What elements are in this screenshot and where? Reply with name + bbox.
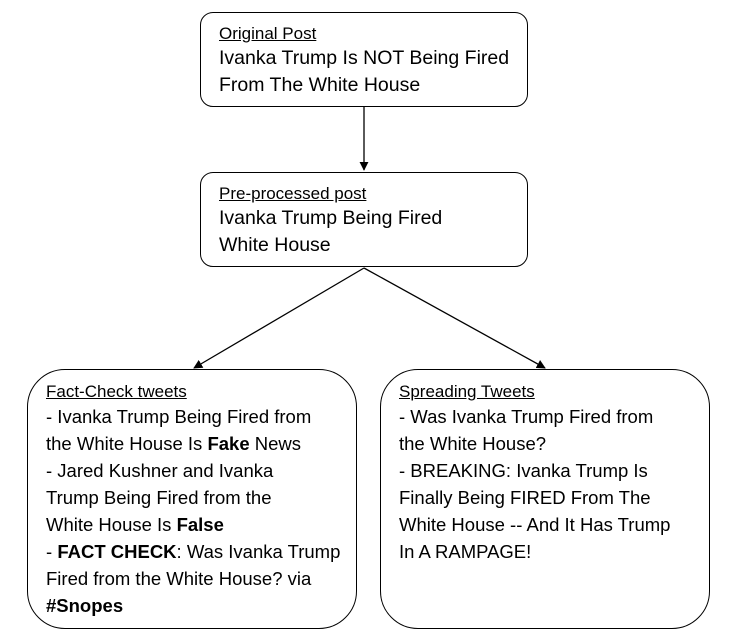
tweet-line: the White House Is Fake News — [46, 430, 356, 457]
tweet-text: - Jared Kushner and Ivanka — [46, 460, 274, 481]
fact-check-tweet: - Jared Kushner and Ivanka Trump Being F… — [46, 457, 356, 538]
tweet-line: #Snopes — [46, 592, 356, 619]
tweet-text: Trump Being Fired from the — [46, 487, 272, 508]
tweet-text: Fired from the White House? via — [46, 568, 312, 589]
spreading-tweet-line: - BREAKING: Ivanka Trump Is — [399, 460, 648, 481]
edge-preprocessed-to-factcheck — [193, 267, 365, 369]
tweet-text: - Ivanka Trump Being Fired from — [46, 406, 312, 427]
tweet-line: Fired from the White House? via — [46, 565, 356, 592]
original-post-node: Original Post Ivanka Trump Is NOT Being … — [200, 12, 528, 107]
spreading-tweet-line: White House -- And It Has Trump — [399, 514, 671, 535]
tweet-line: - Ivanka Trump Being Fired from — [46, 403, 356, 430]
original-post-line: From The White House — [219, 74, 421, 96]
spreading-tweet-line: - Was Ivanka Trump Fired from — [399, 406, 654, 427]
tweet-line: - Jared Kushner and Ivanka — [46, 457, 356, 484]
spreading-tweet-line: the White House? — [399, 433, 547, 454]
tweet-text: News — [249, 433, 302, 454]
spreading-tweets-node: Spreading Tweets - Was Ivanka Trump Fire… — [380, 369, 710, 629]
tweet-line: - FACT CHECK: Was Ivanka Trump — [46, 538, 356, 565]
fact-check-tweet: - FACT CHECK: Was Ivanka Trump Fired fro… — [46, 538, 356, 619]
edge-preprocessed-to-spreading — [363, 267, 546, 369]
spreading-tweet-line: Finally Being FIRED From The — [399, 487, 651, 508]
tweet-text: - — [46, 541, 58, 562]
tweet-text: White House Is — [46, 514, 177, 535]
tweet-text: : Was Ivanka Trump — [176, 541, 341, 562]
spreading-tweet-line: In A RAMPAGE! — [399, 541, 532, 562]
tweet-bold-text: False — [176, 514, 224, 535]
tweet-line: White House Is False — [46, 511, 356, 538]
tweet-text: the White House Is — [46, 433, 208, 454]
preprocessed-post-line: White House — [219, 234, 331, 256]
preprocessed-post-heading: Pre-processed post — [219, 184, 367, 203]
spreading-heading: Spreading Tweets — [399, 382, 535, 401]
fact-check-tweet: - Ivanka Trump Being Fired from the Whit… — [46, 403, 356, 457]
preprocessed-post-node: Pre-processed post Ivanka Trump Being Fi… — [200, 172, 528, 267]
fact-check-tweets-node: Fact-Check tweets - Ivanka Trump Being F… — [27, 369, 357, 629]
original-post-heading: Original Post — [219, 24, 317, 43]
original-post-line: Ivanka Trump Is NOT Being Fired — [219, 47, 510, 69]
tweet-bold-text: #Snopes — [46, 595, 124, 616]
fact-check-tweet-list: - Ivanka Trump Being Fired from the Whit… — [46, 403, 356, 619]
preprocessed-post-line: Ivanka Trump Being Fired — [219, 207, 443, 229]
tweet-line: Trump Being Fired from the — [46, 484, 356, 511]
tweet-bold-text: FACT CHECK — [57, 541, 177, 562]
tweet-bold-text: Fake — [207, 433, 250, 454]
fact-check-heading: Fact-Check tweets — [46, 382, 187, 401]
